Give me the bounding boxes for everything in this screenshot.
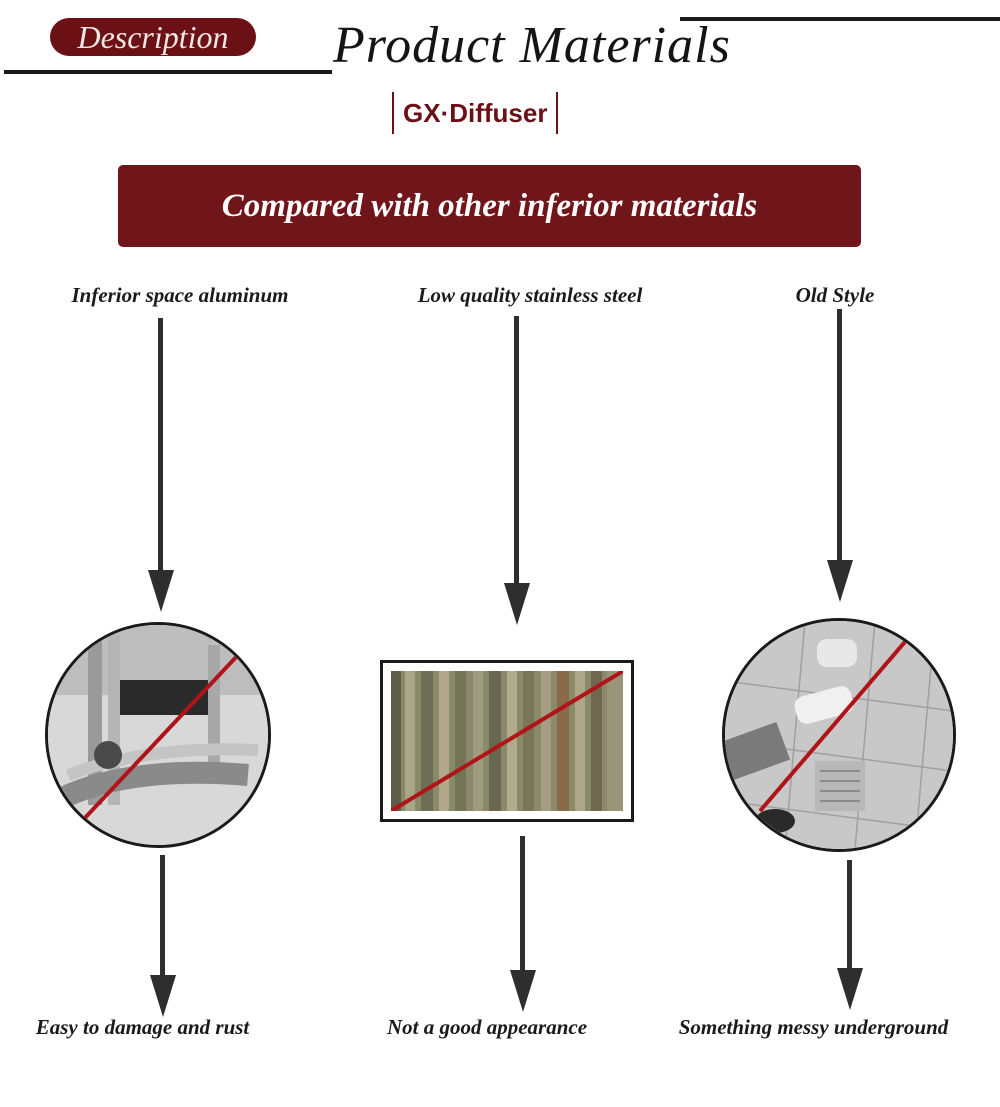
arrow-down-icon	[160, 855, 165, 980]
old-style-photo	[722, 618, 956, 852]
arrow-head-icon	[827, 560, 853, 602]
description-badge: Description	[50, 18, 256, 56]
comparison-banner: Compared with other inferior materials	[118, 165, 861, 247]
arrow-head-icon	[837, 968, 863, 1010]
header-rule-left	[4, 70, 332, 74]
brand-label: GX·Diffuser	[392, 92, 559, 134]
arrow-down-icon	[514, 316, 519, 583]
arrow-head-icon	[510, 970, 536, 1012]
column-1-bottom-label: Easy to damage and rust	[35, 1015, 250, 1039]
column-3-bottom-label: Something messy underground	[678, 1015, 949, 1039]
arrow-down-icon	[520, 836, 525, 974]
column-2-top-label: Low quality stainless steel	[417, 283, 643, 307]
arrow-down-icon	[847, 860, 852, 972]
arrow-head-icon	[148, 570, 174, 612]
arrow-head-icon	[504, 583, 530, 625]
column-2-bottom-label: Not a good appearance	[386, 1015, 588, 1039]
aluminum-photo	[45, 622, 271, 848]
column-3-top-label: Old Style	[795, 283, 875, 307]
page-title: Product Materials	[333, 17, 731, 74]
stainless-steel-photo	[380, 660, 634, 822]
header-rule-right	[680, 17, 1000, 21]
arrow-head-icon	[150, 975, 176, 1017]
column-1-top-label: Inferior space aluminum	[71, 283, 289, 307]
arrow-down-icon	[837, 309, 842, 564]
arrow-down-icon	[158, 318, 163, 573]
